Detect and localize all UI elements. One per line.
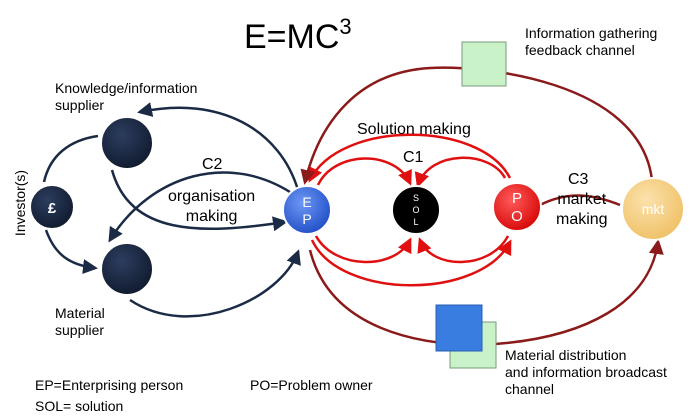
sol-letter-s: S bbox=[413, 193, 419, 203]
arrow-ep-sol-upper bbox=[316, 157, 412, 186]
solution-making-label: Solution making bbox=[357, 121, 471, 138]
investor-symbol: £ bbox=[48, 200, 57, 217]
mkt-node bbox=[621, 177, 685, 241]
investor-node bbox=[29, 184, 75, 230]
arrow-knowledge-to-ep bbox=[110, 169, 288, 232]
investors-label: Investor(s) bbox=[12, 169, 28, 237]
material-distribution-label: Material distribution and information br… bbox=[505, 347, 667, 397]
po-letter-p: P bbox=[512, 190, 522, 207]
c2-label: C2 bbox=[202, 156, 223, 173]
arrow-material-to-ep bbox=[129, 249, 301, 318]
material-supplier-label: Material supplier bbox=[55, 305, 105, 338]
arrow-sol-po-upper bbox=[414, 156, 507, 188]
c1-label: C1 bbox=[403, 149, 424, 166]
c3-label: C3 bbox=[568, 171, 589, 188]
ep-node bbox=[282, 185, 332, 235]
sol-letter-l: L bbox=[413, 217, 418, 227]
ep-letter-p: P bbox=[302, 211, 311, 227]
sol-node bbox=[391, 185, 441, 235]
arrow-po-sol-lower bbox=[417, 235, 510, 264]
mkt-label: mkt bbox=[642, 201, 665, 217]
organisation-making-label: organisation making bbox=[168, 188, 256, 225]
feedback-channel-box bbox=[461, 41, 507, 87]
broadcast-channel-box-front bbox=[435, 304, 483, 352]
page-title: E=MC3 bbox=[244, 14, 352, 56]
arrow-investor-to-material bbox=[44, 229, 98, 275]
legend-ep: EP=Enterprising person bbox=[35, 377, 184, 393]
knowledge-supplier-node bbox=[100, 116, 154, 170]
material-supplier-node bbox=[100, 242, 154, 296]
po-node bbox=[492, 182, 542, 232]
arrow-ep-to-material bbox=[108, 171, 297, 243]
sol-letter-o: O bbox=[412, 205, 419, 215]
arrow-ep-sol-upper-outer bbox=[308, 133, 512, 183]
arrow-ep-to-knowledge bbox=[137, 102, 300, 191]
arrow-ep-sol-lower bbox=[314, 235, 412, 264]
legend-sol: SOL= solution bbox=[35, 398, 124, 414]
arrow-investor-to-knowledge bbox=[42, 134, 99, 183]
info-gathering-label: Information gathering feedback channel bbox=[525, 25, 658, 58]
arrow-mkt-feedback-to-ep bbox=[300, 66, 654, 185]
legend-po: PO=Problem owner bbox=[250, 377, 373, 393]
market-making-label: market making bbox=[556, 191, 608, 228]
ep-letter-e: E bbox=[302, 194, 311, 210]
arrow-ep-po-lower-outer bbox=[310, 239, 512, 287]
arrow-po-to-mkt bbox=[539, 194, 621, 207]
po-letter-o: O bbox=[511, 208, 523, 225]
knowledge-supplier-label: Knowledge/information supplier bbox=[55, 80, 198, 113]
